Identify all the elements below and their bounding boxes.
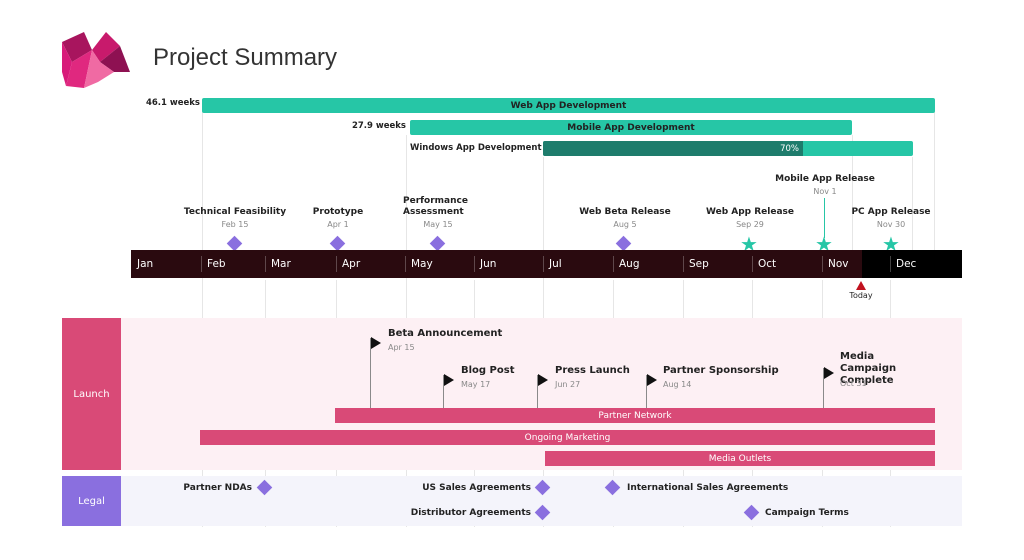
month-label: Sep — [683, 250, 752, 278]
task-bar-ongoing-marketing[interactable]: Ongoing Marketing — [200, 430, 935, 445]
company-logo — [62, 32, 130, 88]
flag-icon[interactable] — [371, 337, 381, 349]
flag-date: Jun 27 — [555, 380, 581, 389]
grid-line — [852, 135, 853, 250]
milestone-title: Prototype — [312, 207, 364, 217]
diamond-icon[interactable] — [615, 235, 632, 252]
milestone-date: Nov 30 — [876, 220, 906, 229]
legal-lane — [62, 476, 962, 526]
milestone-title: PC App Release — [851, 207, 931, 217]
flag-title: Partner Sponsorship — [663, 365, 779, 376]
duration-label: 27.9 weeks — [351, 121, 406, 131]
month-label: Oct — [752, 250, 822, 278]
milestone-date: Aug 5 — [613, 220, 637, 229]
legal-item-label: Distributor Agreements — [410, 508, 531, 518]
month-label: May — [405, 250, 474, 278]
legal-item-label: Partner NDAs — [183, 483, 252, 493]
milestone-title: Web Beta Release — [579, 207, 671, 217]
flag-title: Press Launch — [555, 365, 630, 376]
star-icon[interactable]: ★ — [815, 232, 833, 256]
month-label: Nov — [822, 250, 890, 278]
today-marker-icon — [856, 281, 866, 290]
milestone-title: Performance Assessment — [403, 196, 468, 217]
progress-fill: 70% — [543, 141, 803, 156]
task-bar-web-app[interactable]: Web App Development — [202, 98, 935, 113]
flag-stem — [537, 375, 538, 408]
milestone-title: Mobile App Release — [775, 174, 875, 184]
task-bar-mobile-app[interactable]: Mobile App Development — [410, 120, 852, 135]
task-label-windows-app: Windows App Development — [410, 143, 542, 153]
flag-date: Apr 15 — [388, 343, 415, 352]
flag-date: Oct 31 — [840, 379, 867, 388]
milestone-title: Web App Release — [705, 207, 795, 217]
milestone-stem — [824, 198, 825, 238]
flag-stem — [646, 375, 647, 408]
diamond-icon[interactable] — [329, 235, 346, 252]
milestone-date: Nov 1 — [813, 187, 837, 196]
month-label: Jun — [474, 250, 543, 278]
legal-item-label: International Sales Agreements — [627, 483, 789, 493]
flag-date: Aug 14 — [663, 380, 692, 389]
legal-item-label: Campaign Terms — [765, 508, 849, 518]
star-icon[interactable]: ★ — [882, 232, 900, 256]
milestone-date: Apr 1 — [327, 220, 349, 229]
flag-title: Media Campaign Complete — [840, 351, 897, 386]
flag-title: Blog Post — [461, 365, 515, 376]
month-label: Apr — [336, 250, 405, 278]
month-label: Jan — [137, 258, 154, 270]
grid-line — [934, 112, 935, 250]
month-label: Feb — [201, 250, 265, 278]
today-label: Today — [849, 291, 873, 300]
task-bar-windows-app[interactable]: 70% — [543, 141, 913, 156]
flag-icon[interactable] — [538, 374, 548, 386]
task-bar-media-outlets[interactable]: Media Outlets — [545, 451, 935, 466]
flag-icon[interactable] — [647, 374, 657, 386]
launch-lane-label: Launch — [62, 318, 121, 470]
flag-date: May 17 — [461, 380, 491, 389]
flag-icon[interactable] — [824, 367, 834, 379]
diamond-icon[interactable] — [226, 235, 243, 252]
month-label: Mar — [265, 250, 336, 278]
flag-stem — [443, 375, 444, 408]
grid-line — [912, 157, 913, 250]
month-label: Dec — [890, 250, 962, 278]
star-icon[interactable]: ★ — [740, 232, 758, 256]
month-label: Jul — [543, 250, 613, 278]
flag-title: Beta Announcement — [388, 328, 503, 339]
flag-stem — [823, 368, 824, 408]
month-label: Aug — [613, 250, 683, 278]
legal-lane-label: Legal — [62, 476, 121, 526]
milestone-date: Feb 15 — [221, 220, 249, 229]
task-bar-partner-network[interactable]: Partner Network — [335, 408, 935, 423]
launch-lane — [62, 318, 962, 470]
diamond-icon[interactable] — [429, 235, 446, 252]
legal-item-label: US Sales Agreements — [422, 483, 531, 493]
duration-label: 46.1 weeks — [145, 98, 200, 108]
milestone-date: Sep 29 — [736, 220, 764, 229]
flag-icon[interactable] — [444, 374, 454, 386]
flag-stem — [370, 338, 371, 408]
timeline-band — [131, 250, 862, 278]
page-title: Project Summary — [153, 44, 338, 71]
milestone-date: May 15 — [423, 220, 453, 229]
timeline-band-future — [862, 250, 962, 278]
milestone-title: Technical Feasibility — [183, 207, 287, 217]
